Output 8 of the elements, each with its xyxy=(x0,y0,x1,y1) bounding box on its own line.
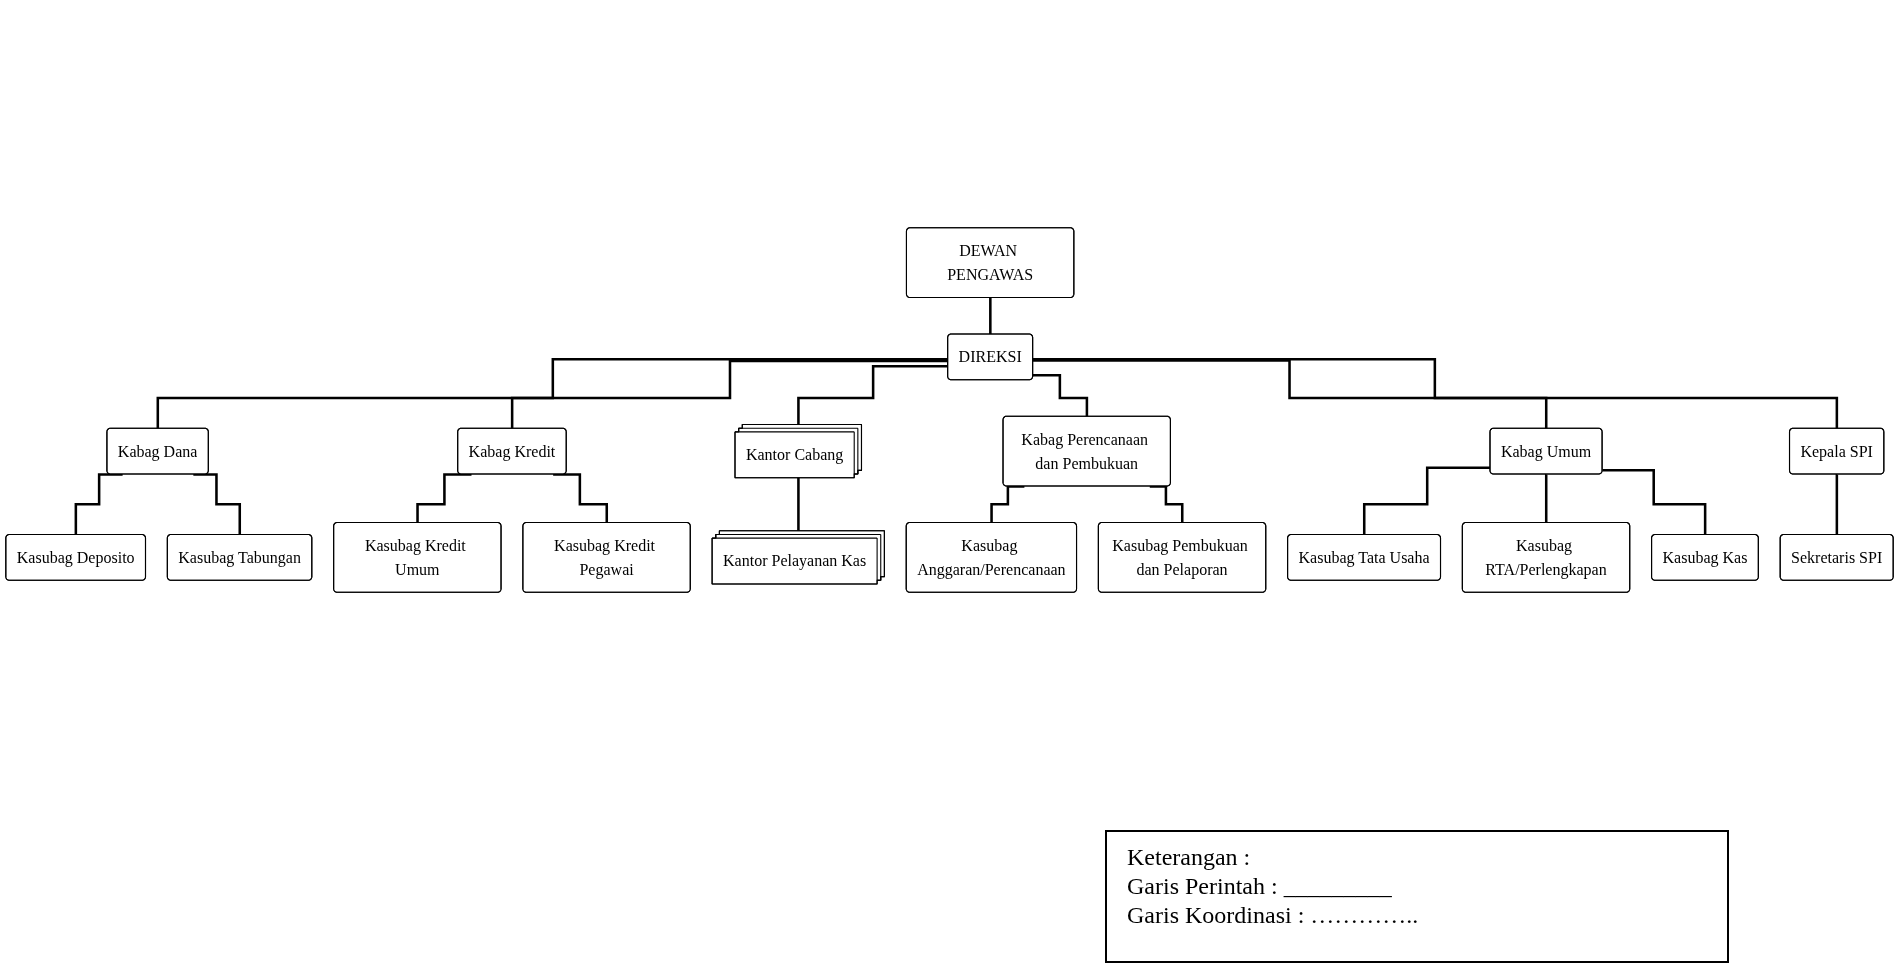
connector xyxy=(510,359,948,430)
note-text: Garis Koordinasi : ………….. xyxy=(1127,902,1420,929)
connector xyxy=(1033,359,1548,430)
note-text: Keterangan : xyxy=(1127,844,1252,871)
connector xyxy=(156,358,948,430)
note-text: Garis Perintah : _________ xyxy=(1127,873,1393,900)
connector xyxy=(1033,358,1839,430)
connector xyxy=(1033,374,1089,418)
